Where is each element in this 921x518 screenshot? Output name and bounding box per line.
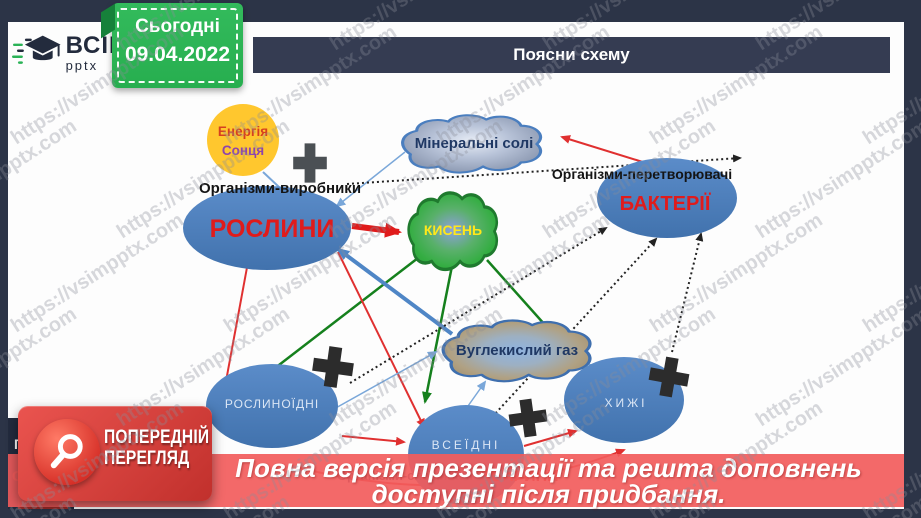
purchase-banner-line1: Повна версія презентації та решта доповн… <box>235 452 862 483</box>
date-badge-border <box>117 8 238 83</box>
slide-title-bar: Поясни схему <box>253 37 890 73</box>
preview-badge: ПОПЕРЕДНІЙ ПЕРЕГЛЯД <box>18 406 212 501</box>
preview-badge-text: ПОПЕРЕДНІЙ ПЕРЕГЛЯД <box>104 427 210 469</box>
magnifier-circle <box>34 419 100 485</box>
preview-badge-line2: ПЕРЕГЛЯД <box>104 448 190 469</box>
date-badge: Сьогодні 09.04.2022 <box>101 3 243 88</box>
purchase-banner-line2: доступні після придбання. <box>371 478 726 509</box>
brand-sub: pptx <box>65 58 99 73</box>
date-badge-date: 09.04.2022 <box>124 43 231 66</box>
preview-badge-line1: ПОПЕРЕДНІЙ <box>104 427 210 448</box>
graduation-cap-icon <box>12 35 61 64</box>
date-badge-label: Сьогодні <box>135 16 220 37</box>
magnifier-icon <box>50 434 83 469</box>
slide-title: Поясни схему <box>513 45 630 64</box>
